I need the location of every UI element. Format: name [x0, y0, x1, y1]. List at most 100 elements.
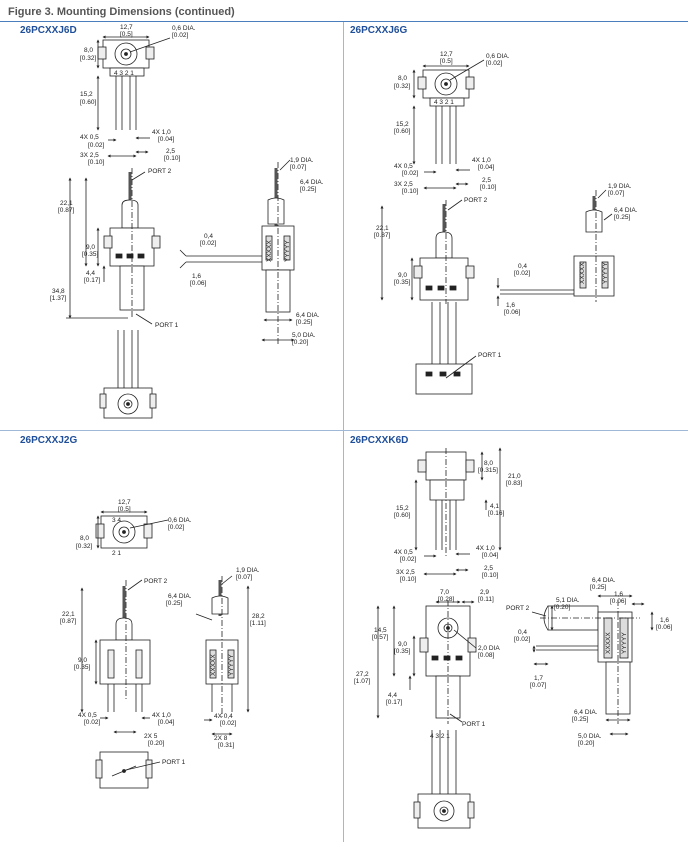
j2g-bottom-view	[95, 751, 161, 789]
j2g-p1a: 4X 0,5	[78, 712, 97, 719]
j2g-p2b: [0.04]	[158, 719, 174, 726]
k6d-s5a: 0,4	[518, 629, 527, 636]
k6d-t2: [0.83]	[506, 480, 522, 487]
j6d-h2: [0.32]	[80, 55, 96, 62]
j6d-c1: 4,4	[86, 270, 95, 277]
j2g-p1b: [0.02]	[84, 719, 100, 726]
k6d-s4a: 1,6	[660, 617, 669, 624]
j6d-l1: 15,2	[80, 91, 93, 98]
j2g-w1: 12,7	[118, 499, 131, 506]
k6d-front-view	[376, 600, 477, 724]
j2g-p2a: 4X 1,0	[152, 712, 171, 719]
k6d-p2a: 4X 1,0	[476, 545, 495, 552]
j6g-s3a: 0,4	[518, 263, 527, 270]
k6d-s8b: [0.20]	[578, 740, 594, 747]
j6d-port2: PORT 2	[148, 168, 172, 175]
j6g-l2: [0.60]	[394, 128, 410, 135]
j6d-s2a: 6,4 DIA.	[300, 179, 324, 186]
k6d-top-view	[414, 447, 502, 576]
vertical-rule	[343, 22, 344, 842]
j6d-w2: [0.5]	[120, 31, 133, 38]
k6d-h2: [0.315]	[478, 467, 498, 474]
j6d-port1: PORT 1	[155, 322, 179, 329]
j6d-p2b: [0.04]	[158, 136, 174, 143]
j6g-bottom-view	[415, 302, 477, 395]
j6d-side-view	[179, 159, 295, 344]
k6d-l1: 15,2	[396, 505, 409, 512]
j6g-stamp2: YYYYY	[602, 262, 609, 284]
j6d-p2a: 4X 1,0	[152, 129, 171, 136]
j6d-top-view	[96, 35, 171, 158]
j6g-a2: [0.87]	[374, 232, 390, 239]
j6g-p2a: 4X 1,0	[472, 157, 491, 164]
j6d-s6a: 5,0 DIA.	[292, 332, 316, 339]
k6d-dia1: 2,0 DIA	[478, 645, 500, 652]
j6g-p3a: 3X 2,5	[394, 181, 413, 188]
k6d-h1: 8,0	[484, 460, 493, 467]
j6g-p3b: [0.10]	[402, 188, 418, 195]
k6d-s2a: 5,1 DIA.	[556, 597, 580, 604]
k6d-s6a: 1,7	[534, 675, 543, 682]
j6d-stamp1: XXXXX	[266, 240, 273, 262]
j2g-b2: [0.35]	[74, 664, 90, 671]
j6d-p4a: 2,5	[166, 148, 175, 155]
j6d-labels: 12,7 [0.5] 0,6 DIA. [0.02] 8,0 [0.32] 4 …	[50, 24, 324, 346]
j2g-p5b: [0.31]	[218, 742, 234, 749]
figure-title: Figure 3. Mounting Dimensions (continued…	[8, 6, 235, 18]
j6d-s2b: [0.25]	[300, 186, 316, 193]
j2g-a1: 22,1	[62, 611, 75, 618]
j6g-p4b: [0.10]	[480, 184, 496, 191]
k6d-m1: 4,1	[490, 503, 499, 510]
middle-rule	[0, 430, 688, 431]
j6d-s3b: [0.02]	[200, 240, 216, 247]
j2g-a2: [0.87]	[60, 618, 76, 625]
panel-title-j6g: 26PCXXJ6G	[350, 25, 408, 36]
j2g-top-view	[95, 510, 169, 549]
j6d-p3b: [0.10]	[88, 159, 104, 166]
j2g-labels: 12,7 [0.5] 3 4 0,6 DIA. [0.02] 8,0 [0.32…	[60, 499, 266, 766]
j2g-port2: PORT 2	[144, 578, 168, 585]
j6d-pin-nums: 4 3 2 1	[114, 70, 134, 77]
j6g-p1a: 4X 0,5	[394, 163, 413, 170]
j2g-p4a: 4X 0,4	[214, 713, 233, 720]
k6d-s1b: [0.25]	[590, 584, 606, 591]
j6d-t2: [1.37]	[50, 295, 66, 302]
j6d-p1a: 4X 0,5	[80, 134, 99, 141]
j6g-s1a: 1,9 DIA.	[608, 183, 632, 190]
k6d-b2: [0.35]	[394, 648, 410, 655]
j6d-w1: 12,7	[120, 24, 133, 31]
k6d-port1: PORT 1	[462, 721, 486, 728]
k6d-pin-nums: 4 3 2 1	[430, 733, 450, 740]
j6g-stamp1: XXXXX	[579, 262, 586, 284]
j6g-port1: PORT 1	[478, 352, 502, 359]
j6g-p4a: 2,5	[482, 177, 491, 184]
k6d-s6b: [0.07]	[530, 682, 546, 689]
j2g-r2: [1.11]	[250, 620, 266, 627]
j6d-dia1: 0,6 DIA.	[172, 25, 196, 32]
j6g-h2: [0.32]	[394, 83, 410, 90]
j2g-b1: 9,0	[78, 657, 87, 664]
k6d-port2: PORT 2	[506, 605, 530, 612]
panel-title-j6d: 26PCXXJ6D	[20, 25, 77, 36]
k6d-stamp2: YYYYY	[621, 632, 628, 654]
j6d-h1: 8,0	[84, 47, 93, 54]
k6d-s3b: [0.06]	[610, 598, 626, 605]
j6d-s5b: [0.25]	[296, 319, 312, 326]
j6d-dia2: [0.02]	[172, 32, 188, 39]
k6d-p4a: 2,5	[484, 565, 493, 572]
j2g-pin-top: 3 4	[112, 517, 121, 524]
j6d-s1a: 1,9 DIA.	[290, 157, 314, 164]
j6g-w1: 12,7	[440, 51, 453, 58]
j2g-p3b: [0.20]	[148, 740, 164, 747]
j2g-side-view	[195, 575, 250, 736]
k6d-s2b: [0.20]	[554, 604, 570, 611]
j6d-front-view	[66, 168, 161, 325]
j2g-p3a: 2X 5	[144, 733, 158, 740]
j6d-t1: 34,8	[52, 288, 65, 295]
panel-title-j2g: 26PCXXJ2G	[20, 435, 78, 446]
k6d-dia2: [0.08]	[478, 652, 494, 659]
j2g-s1a: 1,9 DIA.	[236, 567, 260, 574]
j6d-s4a: 1,6	[192, 273, 201, 280]
j6g-h1: 8,0	[398, 75, 407, 82]
k6d-s8a: 5,0 DIA.	[578, 733, 602, 740]
